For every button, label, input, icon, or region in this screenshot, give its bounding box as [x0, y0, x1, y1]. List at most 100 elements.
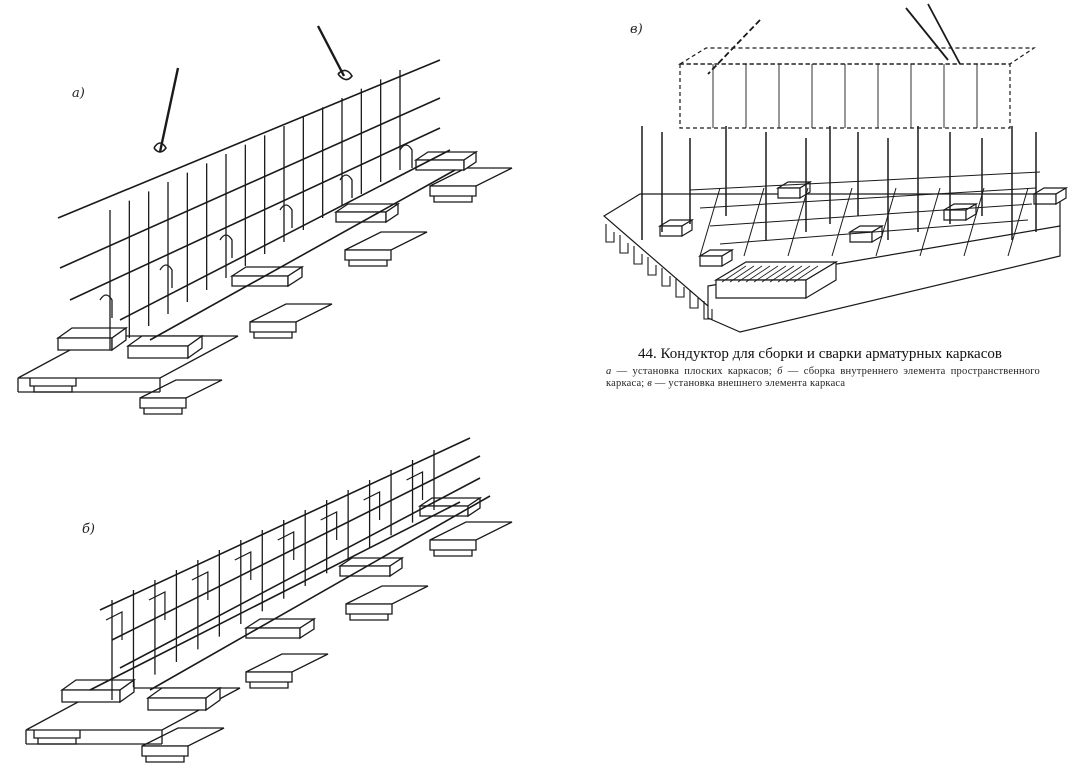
stirrup-4: [191, 571, 209, 600]
diagram-a-flat-frames: [17, 25, 513, 415]
grid-cross-2: [787, 187, 809, 257]
panel-label-c: в): [630, 22, 643, 37]
plate-4-side: [385, 202, 399, 224]
grid-long-0: [689, 171, 1041, 191]
rail-channel-0: [33, 386, 73, 393]
panel-label-a: а): [72, 86, 85, 101]
lifted-frame-top: [677, 47, 1036, 65]
front-board-front: [715, 279, 807, 299]
rail-top-3: [344, 231, 428, 251]
rail-channel-0: [37, 738, 77, 745]
platform-slat-0: [605, 224, 615, 243]
rail-channel-3: [348, 260, 388, 267]
plate-3-side: [299, 617, 315, 640]
panel-label-b: б): [82, 522, 96, 537]
platform-front: [707, 225, 1061, 333]
lifting-cable-1: [158, 67, 180, 153]
plate-5-front: [415, 159, 465, 171]
grid-cross-7: [1007, 187, 1029, 257]
rail-channel-1: [143, 408, 183, 415]
grid-cross-0: [699, 187, 721, 257]
legend-letter-a: а: [606, 366, 612, 377]
plate-1-side: [119, 678, 135, 704]
rail-front-4: [429, 185, 477, 197]
plate-3-side: [287, 265, 303, 288]
longitudinal-bar-4: [89, 501, 461, 691]
stand-plate-2-front: [777, 187, 801, 199]
stirrup-2: [148, 591, 166, 620]
grid-long-3: [719, 219, 1029, 245]
grid-cross-4: [875, 187, 897, 257]
diagram-c-outer-element: [602, 3, 1069, 333]
stirrup-8: [277, 531, 295, 560]
legend-text-a: — установка плоских каркасов;: [611, 366, 778, 377]
longitudinal-bar-4: [149, 169, 456, 341]
longitudinal-bar-3: [149, 495, 491, 691]
hook-3: [279, 204, 293, 228]
figure-caption: 44. Кондуктор для сборки и сварки армату…: [600, 346, 1040, 390]
rail-top-1: [139, 379, 223, 399]
hatch-4: [753, 265, 779, 283]
rail-channel-1: [145, 756, 185, 763]
hatch-5: [761, 265, 787, 283]
longitudinal-bar-2: [69, 127, 441, 301]
hook-1: [159, 264, 173, 288]
platform-slat-2: [633, 246, 643, 265]
hatch-1: [729, 265, 755, 283]
lifting-cable-2: [316, 25, 346, 77]
legend-text-c: — установка внешнего элемента каркаса: [652, 378, 846, 389]
rail-front-3: [344, 249, 392, 261]
stirrup-12: [363, 491, 381, 520]
hatch-2: [737, 265, 763, 283]
plate-5-side: [463, 150, 477, 172]
platform-slat-5: [675, 279, 685, 298]
longitudinal-bar-2: [119, 477, 481, 669]
lifting-cable-3: [927, 3, 961, 65]
stand-plate-5-side: [1055, 186, 1067, 206]
rail-channel-4: [433, 196, 473, 203]
stand-plate-1-front: [699, 255, 723, 267]
lifting-cable-2: [905, 7, 949, 61]
rail-front-1: [139, 397, 187, 409]
stand-plate-1-side: [721, 248, 733, 268]
stand-plate-4-front: [943, 209, 967, 221]
plate-1-front: [57, 337, 113, 351]
rail-front-1: [141, 745, 189, 757]
hook-4: [339, 174, 353, 198]
plate-1-side: [111, 326, 127, 352]
hatch-9: [793, 265, 819, 283]
plate-4-side: [389, 556, 403, 578]
rail-front-2: [245, 671, 293, 683]
hatch-3: [745, 265, 771, 283]
longitudinal-bar-3: [119, 149, 451, 321]
grid-long-2: [709, 203, 1033, 227]
platform-slat-3: [647, 257, 657, 276]
rail-channel-2: [253, 332, 293, 339]
rail-channel-3: [349, 614, 389, 621]
grid-cross-1: [743, 187, 765, 257]
figure-title: 44. Кондуктор для сборки и сварки армату…: [638, 346, 1002, 362]
legend-text-b: — сборка внутреннего элемента пространст…: [606, 366, 1040, 389]
rail-front-2: [249, 321, 297, 333]
rail-top-1: [141, 727, 225, 747]
rail-top-2: [245, 653, 329, 673]
hook-2: [219, 234, 233, 258]
diagram-b-inner-element: [25, 437, 513, 763]
hatch-7: [777, 265, 803, 283]
rail-front-3: [345, 603, 393, 615]
longitudinal-bar-0: [99, 437, 471, 611]
cable-loop-1: [153, 142, 167, 153]
plate-3-front: [245, 627, 301, 639]
grid-cross-6: [963, 187, 985, 257]
plate-2-front: [127, 345, 189, 359]
plate-2-side: [187, 334, 203, 360]
plate-1-front: [61, 689, 121, 703]
hook-5: [399, 144, 413, 168]
rail-channel-4: [433, 550, 473, 557]
hatch-8: [785, 265, 811, 283]
stirrup-14: [406, 471, 424, 500]
figure-legend: а — установка плоских каркасов; б — сбор…: [606, 366, 1040, 390]
rail-front-4: [429, 539, 477, 551]
